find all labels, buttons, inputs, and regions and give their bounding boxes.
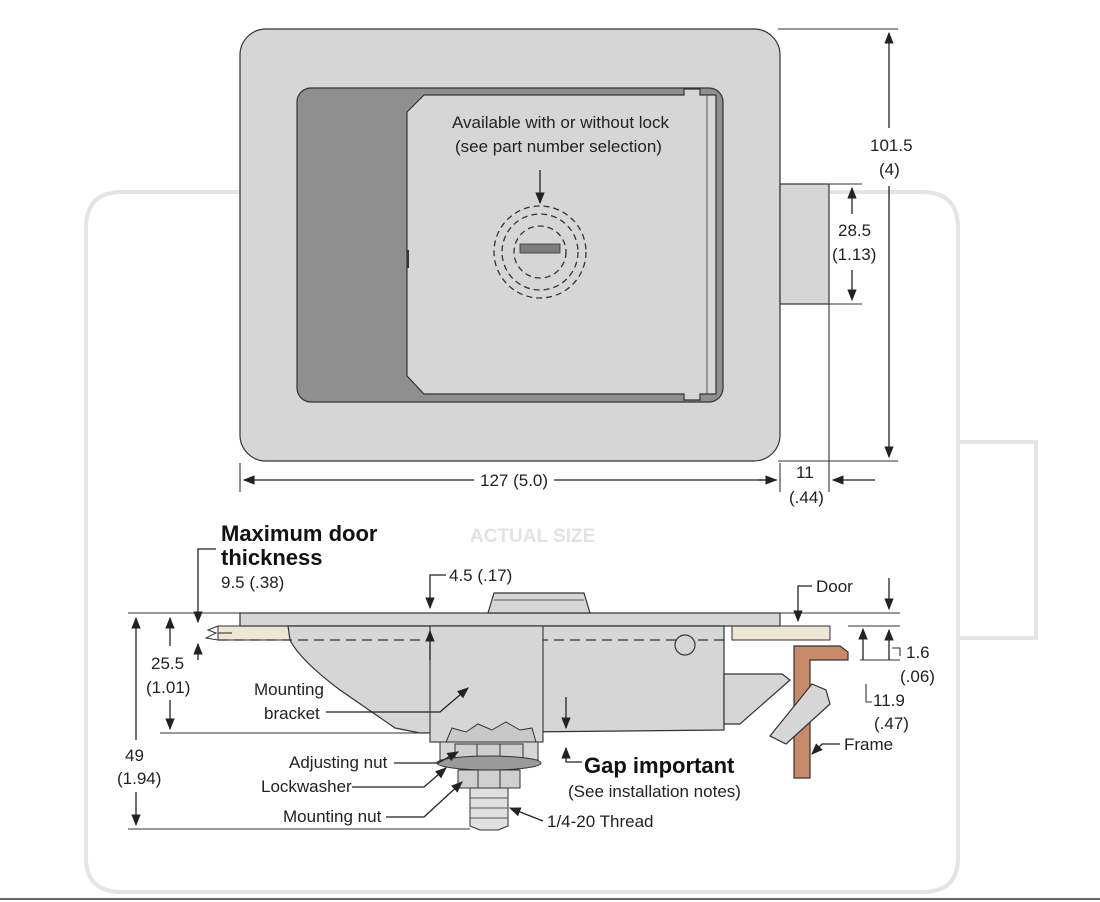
- side-view: Maximum door thickness 9.5 (.38) 4.5 (.1…: [117, 521, 935, 831]
- frame-label: Frame: [844, 735, 893, 754]
- max-door-title-2: thickness: [221, 545, 323, 570]
- offset-in: (.44): [789, 488, 824, 507]
- bracket-label-1: Mounting: [254, 680, 324, 699]
- latch-mm: 28.5: [838, 221, 871, 240]
- paddle-profile: [487, 592, 591, 614]
- background-outline: [0, 190, 1100, 900]
- height-in: (4): [879, 160, 900, 179]
- hardware-stack: [436, 721, 542, 831]
- paddle: [406, 88, 717, 401]
- latch-flange: [239, 612, 781, 627]
- gap-mm: 11.9: [873, 691, 905, 710]
- lock-note-line2: (see part number selection): [455, 137, 662, 156]
- offset-mm: 11: [796, 463, 814, 482]
- thick-mm: 1.6: [906, 643, 930, 662]
- total-mm: 49: [125, 746, 144, 765]
- total-in: (1.94): [117, 769, 161, 788]
- mounting-nut-label: Mounting nut: [283, 807, 382, 826]
- mounting-bracket: [429, 625, 544, 743]
- thread-label: 1/4-20 Thread: [547, 812, 653, 831]
- door-label: Door: [816, 577, 853, 596]
- lockwasher-label: Lockwasher: [261, 777, 352, 796]
- latch-in: (1.13): [832, 245, 876, 264]
- latch-hook: [769, 683, 831, 745]
- adjusting-nut-label: Adjusting nut: [289, 753, 388, 772]
- thick-in: (.06): [900, 667, 935, 686]
- depth-in: (1.01): [146, 678, 190, 697]
- latch-bolt: [723, 673, 791, 725]
- frame: [793, 645, 849, 779]
- latch-side-tab: [779, 183, 830, 305]
- height-mm: 101.5: [870, 136, 913, 155]
- bracket-label-2: bracket: [264, 704, 320, 723]
- gap-in: (.47): [874, 714, 909, 733]
- max-door-title-1: Maximum door: [221, 521, 378, 546]
- width-label: 127 (5.0): [480, 471, 548, 490]
- flange-dim: 4.5 (.17): [449, 566, 512, 585]
- actual-size-watermark: ACTUAL SIZE: [470, 526, 595, 547]
- depth-mm: 25.5: [151, 654, 184, 673]
- gap-note: (See installation notes): [568, 782, 741, 801]
- door-panel-right: [731, 625, 831, 641]
- max-door-value: 9.5 (.38): [221, 573, 284, 592]
- gap-important: Gap important: [584, 753, 735, 778]
- lock-note-line1: Available with or without lock: [452, 113, 670, 132]
- lock-cylinder-icon: [493, 205, 587, 299]
- top-view: Available with or without lock (see part…: [239, 28, 913, 507]
